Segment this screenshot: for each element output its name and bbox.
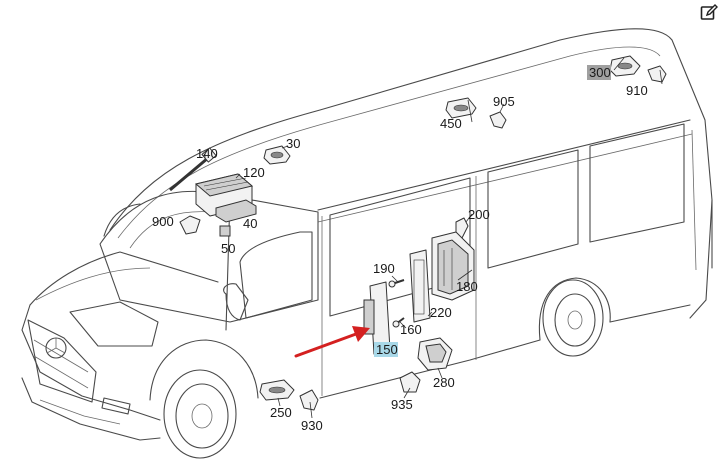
label-180[interactable]: 180 xyxy=(456,279,478,294)
label-190[interactable]: 190 xyxy=(373,261,395,276)
label-935[interactable]: 935 xyxy=(391,397,413,412)
label-250[interactable]: 250 xyxy=(270,405,292,420)
highlight-300 xyxy=(587,65,611,80)
label-280[interactable]: 280 xyxy=(433,375,455,390)
part-30-lamp[interactable] xyxy=(263,145,291,165)
part-40-cover[interactable] xyxy=(215,199,257,223)
label-910[interactable]: 910 xyxy=(626,83,648,98)
part-450-lamp[interactable] xyxy=(445,97,477,119)
part-935-bracket[interactable] xyxy=(399,371,421,393)
label-30[interactable]: 30 xyxy=(286,136,300,151)
label-120[interactable]: 120 xyxy=(243,165,265,180)
part-250-lamp[interactable] xyxy=(259,379,295,401)
label-220[interactable]: 220 xyxy=(430,305,452,320)
label-450[interactable]: 450 xyxy=(440,116,462,131)
part-930-bracket[interactable] xyxy=(299,389,319,411)
part-300-lamp[interactable] xyxy=(609,55,641,77)
part-180-housing[interactable] xyxy=(431,231,475,301)
part-labels: 140 30 120 900 40 50 905 450 300 910 200… xyxy=(152,65,648,433)
part-900-bracket[interactable] xyxy=(179,215,201,235)
label-900[interactable]: 900 xyxy=(152,214,174,229)
part-220-plate[interactable] xyxy=(409,249,431,323)
highlight-arrow xyxy=(294,326,370,358)
part-50-clip[interactable] xyxy=(219,225,231,237)
part-160-screw[interactable] xyxy=(392,317,405,328)
label-150[interactable]: 150 xyxy=(376,342,398,357)
van-outline xyxy=(21,28,713,459)
label-200[interactable]: 200 xyxy=(468,207,490,222)
label-40[interactable]: 40 xyxy=(243,216,257,231)
part-905-bracket[interactable] xyxy=(489,111,507,129)
label-930[interactable]: 930 xyxy=(301,418,323,433)
edit-icon[interactable] xyxy=(700,4,718,22)
highlight-150 xyxy=(374,342,398,357)
label-160[interactable]: 160 xyxy=(400,322,422,337)
part-280-handle[interactable] xyxy=(417,337,453,371)
label-300[interactable]: 300 xyxy=(589,65,611,80)
label-140[interactable]: 140 xyxy=(196,146,218,161)
label-50[interactable]: 50 xyxy=(221,241,235,256)
label-905[interactable]: 905 xyxy=(493,94,515,109)
part-910-bracket[interactable] xyxy=(647,65,667,83)
leader-lines xyxy=(204,57,663,419)
